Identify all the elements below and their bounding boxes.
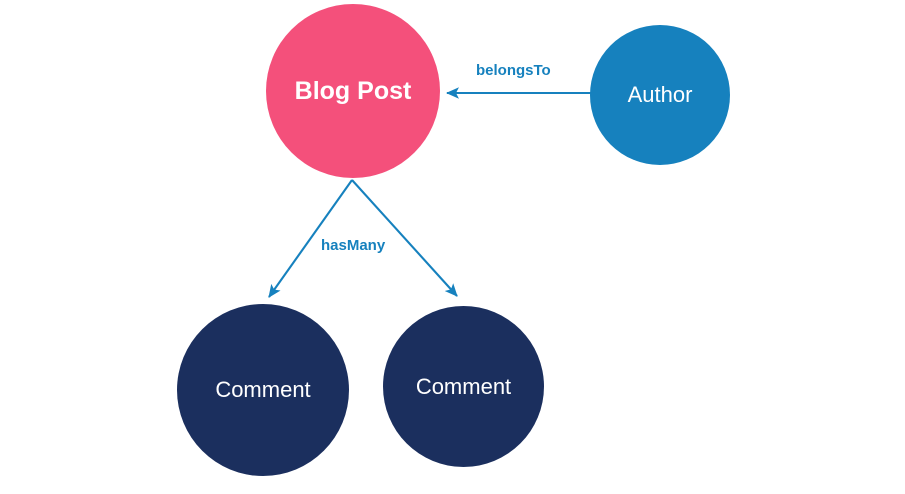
node-blog-post[interactable]: Blog Post <box>266 4 440 178</box>
node-comment-right-label: Comment <box>415 373 512 399</box>
node-author-label: Author <box>627 82 693 107</box>
node-comment-left-label: Comment <box>215 377 311 402</box>
edge-hasmany-right-line <box>351 179 458 297</box>
node-author[interactable]: Author <box>590 25 730 165</box>
node-blog-post-label: Blog Post <box>294 76 412 105</box>
edge-label-belongsto: belongsTo <box>476 62 551 79</box>
edge-hasmany-left-line <box>268 179 353 298</box>
node-comment-left[interactable]: Comment <box>177 304 349 476</box>
edge-label-hasmany: hasMany <box>321 237 386 254</box>
node-comment-right[interactable]: Comment <box>383 306 544 467</box>
